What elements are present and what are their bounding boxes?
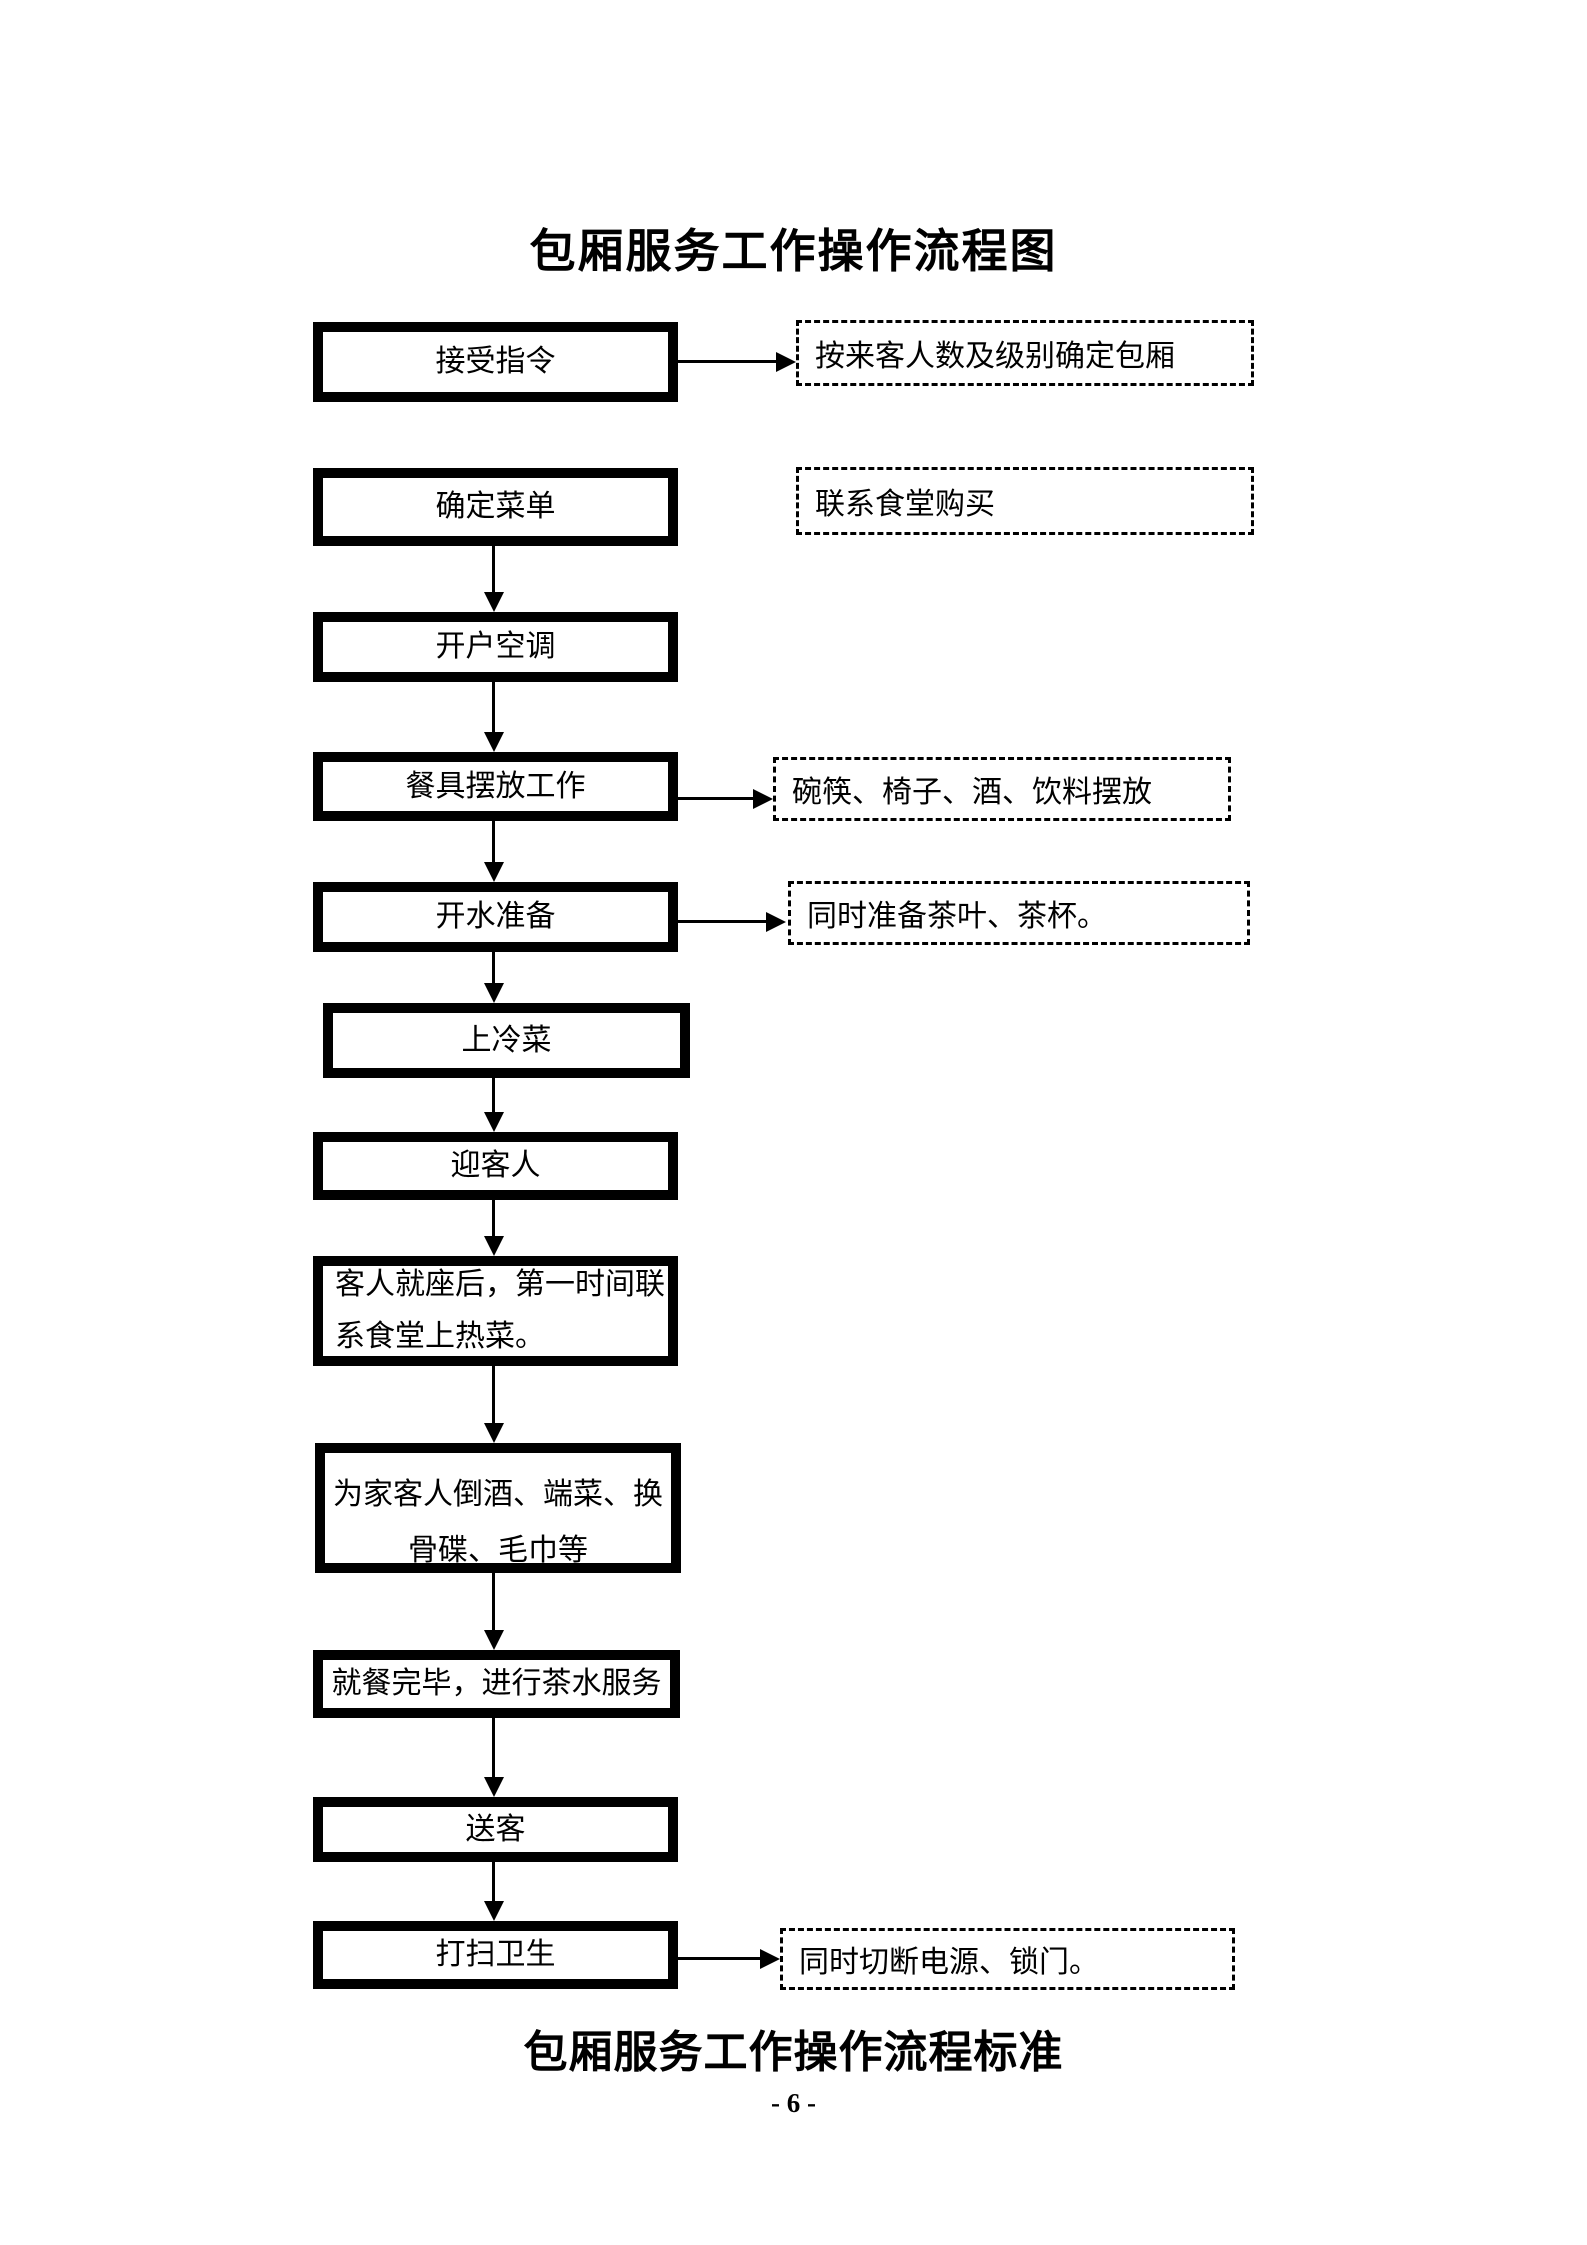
flow-arrow-right-to-tea-note: [678, 920, 766, 923]
flow-arrow-down-6: [492, 1200, 495, 1236]
flow-arrow-down-4: [492, 952, 495, 983]
flow-step-boiled-water-preparation: 开水准备: [313, 882, 678, 952]
note-tableware-items-placement: 碗筷、椅子、酒、饮料摆放: [773, 757, 1231, 821]
flow-arrow-down-5: [492, 1078, 495, 1112]
page-title: 包厢服务工作操作流程图: [529, 225, 1058, 277]
flow-arrow-down-9: [492, 1718, 495, 1777]
note-contact-canteen-purchase: 联系食堂购买: [796, 467, 1254, 535]
flow-arrow-down-3: [492, 821, 495, 862]
flow-step-greet-guests: 迎客人: [313, 1132, 678, 1200]
flow-arrow-down-1: [492, 546, 495, 592]
flow-arrow-down-8: [492, 1573, 495, 1630]
note-cut-power-lock-door: 同时切断电源、锁门。: [780, 1928, 1235, 1990]
flow-arrow-right-to-room-note: [678, 360, 776, 363]
flow-step-turn-on-air-conditioning: 开户空调: [313, 612, 678, 682]
flow-arrow-right-to-power-note: [678, 1957, 760, 1960]
note-determine-room-by-guest-count: 按来客人数及级别确定包厢: [796, 320, 1254, 386]
flow-arrow-down-7: [492, 1366, 495, 1423]
footer-title: 包厢服务工作操作流程标准: [523, 2028, 1064, 2077]
flow-step-tableware-setup: 餐具摆放工作: [313, 752, 678, 821]
flow-step-confirm-menu: 确定菜单: [313, 468, 678, 546]
flow-step-receive-instruction: 接受指令: [313, 322, 678, 402]
flow-arrow-down-10: [492, 1862, 495, 1901]
flow-step-guests-seated-order-hot-dishes: 客人就座后，第一时间联系食堂上热菜。: [313, 1256, 678, 1366]
flow-step-see-off-guests: 送客: [313, 1797, 678, 1862]
note-prepare-tea-leaves-and-cups: 同时准备茶叶、茶杯。: [788, 881, 1250, 945]
flow-step-cleaning: 打扫卫生: [313, 1921, 678, 1989]
flow-arrow-down-2: [492, 682, 495, 732]
flow-arrow-right-to-tableware-note: [678, 797, 753, 800]
page-number: - 6 -: [771, 2088, 816, 2118]
flow-step-pour-wine-serve-dishes: 为家客人倒酒、端菜、换骨碟、毛巾等: [315, 1443, 681, 1573]
flow-step-serve-cold-dishes: 上冷菜: [323, 1003, 690, 1078]
flow-step-after-meal-tea-service: 就餐完毕，进行茶水服务: [313, 1650, 680, 1718]
